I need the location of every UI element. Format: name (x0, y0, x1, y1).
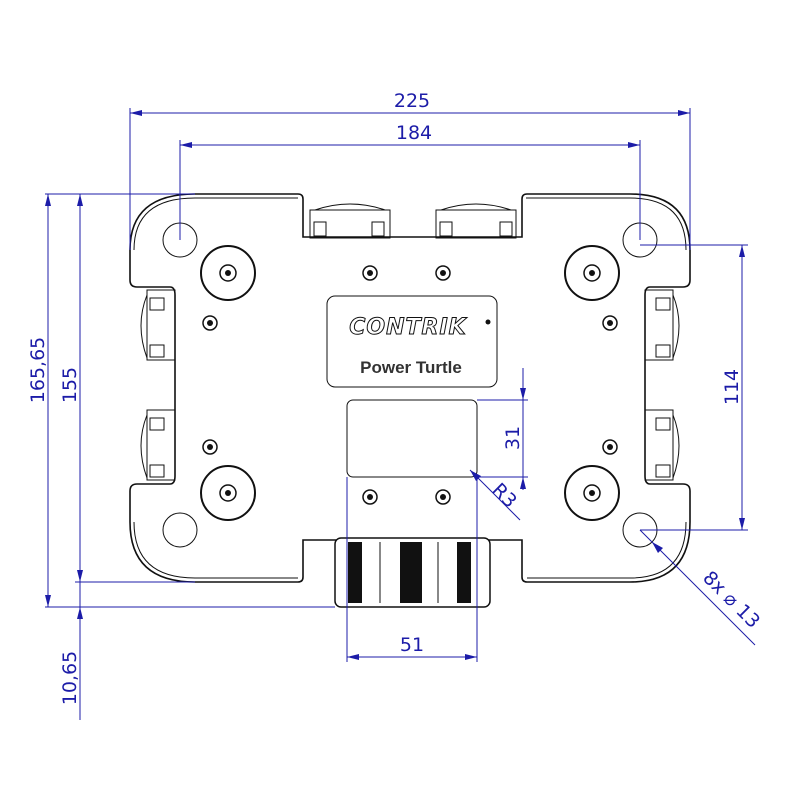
dim-overall-height: 165,65 (27, 337, 49, 403)
plate-outline (129, 193, 691, 583)
logo-dot (485, 319, 491, 325)
dim-hole-spacing-x: 184 (396, 122, 432, 144)
dim-connector-offset: 10,65 (59, 651, 81, 705)
dim-window-width: 51 (400, 634, 424, 656)
dimension-arrows (45, 110, 745, 660)
right-connectors (644, 289, 680, 481)
dim-body-height: 155 (59, 367, 81, 403)
product-name: Power Turtle (360, 358, 462, 377)
display-window (346, 399, 478, 478)
dimension-lines (45, 108, 756, 720)
label-plate (326, 295, 498, 388)
bosses (200, 245, 620, 521)
dim-holes: 8x ⌀ 13 (698, 567, 764, 633)
dim-window-height: 31 (502, 426, 524, 450)
bottom-connector (334, 537, 491, 608)
left-connectors (140, 289, 176, 481)
top-connectors (309, 203, 517, 239)
brand-logo: CONTRIK (349, 315, 467, 340)
dim-overall-width: 225 (394, 90, 430, 112)
dim-hole-spacing-y: 114 (721, 369, 743, 405)
plate-inner-edge (133, 197, 687, 579)
